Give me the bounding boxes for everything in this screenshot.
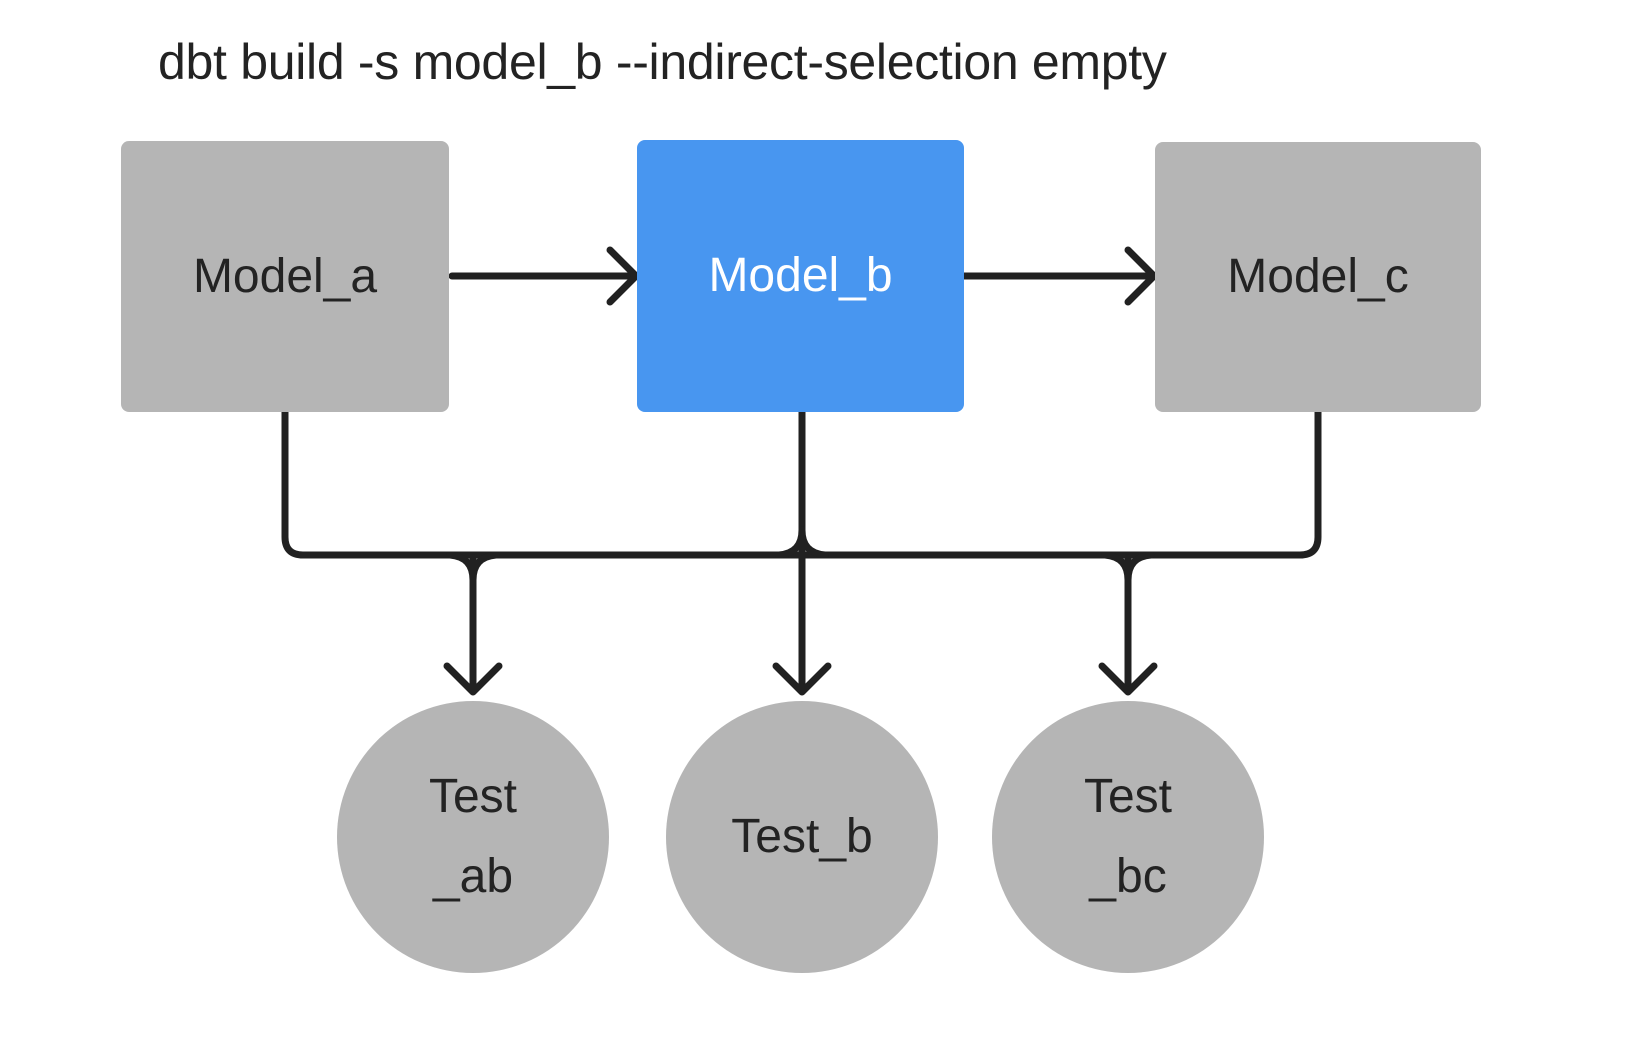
node-model-c: Model_c — [1155, 142, 1481, 412]
node-label-line: _bc — [1089, 850, 1167, 903]
arrowhead-down-icon — [1098, 662, 1158, 696]
node-test-ab: Test _ab — [337, 701, 609, 973]
edge-rail-to-test-ab — [443, 551, 503, 696]
command-title: dbt build -s model_b --indirect-selectio… — [158, 34, 1167, 90]
node-test-b: Test_b — [666, 701, 938, 973]
arrowhead-right-icon — [1124, 246, 1158, 306]
node-model-a: Model_a — [121, 141, 449, 412]
junction-fillet — [798, 526, 829, 559]
node-label: Model_a — [192, 249, 378, 303]
node-label-line: _ab — [432, 850, 514, 903]
edge-model-b-to-test-b — [772, 408, 832, 696]
edge-rail-to-test-bc — [1098, 551, 1158, 696]
edge-model-a-to-model-b — [448, 246, 640, 306]
node-label-line: Test — [1083, 770, 1173, 823]
arrowhead-down-icon — [772, 662, 832, 696]
arrowhead-down-icon — [443, 662, 503, 696]
node-model-b-selected: Model_b — [637, 140, 964, 412]
node-test-bc: Test _bc — [992, 701, 1264, 973]
arrowhead-right-icon — [606, 246, 640, 306]
node-label: Model_c — [1227, 250, 1409, 303]
edge-model-b-to-model-c — [960, 246, 1158, 306]
node-label-line: Test_b — [731, 810, 873, 863]
node-label: Model_b — [708, 249, 893, 302]
node-label-line: Test — [428, 770, 518, 823]
